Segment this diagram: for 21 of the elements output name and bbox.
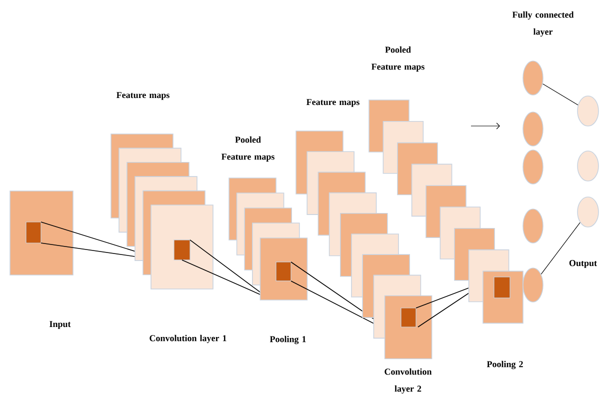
connector-line <box>540 222 580 274</box>
neuron-circle <box>522 60 544 96</box>
neuron-circle <box>577 96 599 126</box>
layer-label: Input <box>50 321 71 329</box>
layer-label: Convolution layer 2 <box>384 368 432 394</box>
layer-label: Feature maps <box>306 99 360 107</box>
layer-label: Pooled Feature maps <box>222 136 274 162</box>
layer-label: Pooling 2 <box>486 360 523 370</box>
neuron-circle <box>577 196 599 228</box>
layer-label: Convolution layer 1 <box>150 334 226 344</box>
layer-label: Fully connected layer <box>512 11 574 37</box>
neuron-circle <box>522 268 544 302</box>
neuron-circle <box>522 112 544 146</box>
layer-label: Output <box>569 260 597 268</box>
neuron-circle <box>577 150 599 182</box>
connector-line <box>542 84 578 106</box>
neuron-circle <box>522 208 544 244</box>
layer-label: Feature maps <box>116 92 170 100</box>
layer-label: Pooling 1 <box>270 336 306 344</box>
layer-label: Pooled Feature maps <box>372 46 424 72</box>
neuron-circle <box>522 150 544 184</box>
